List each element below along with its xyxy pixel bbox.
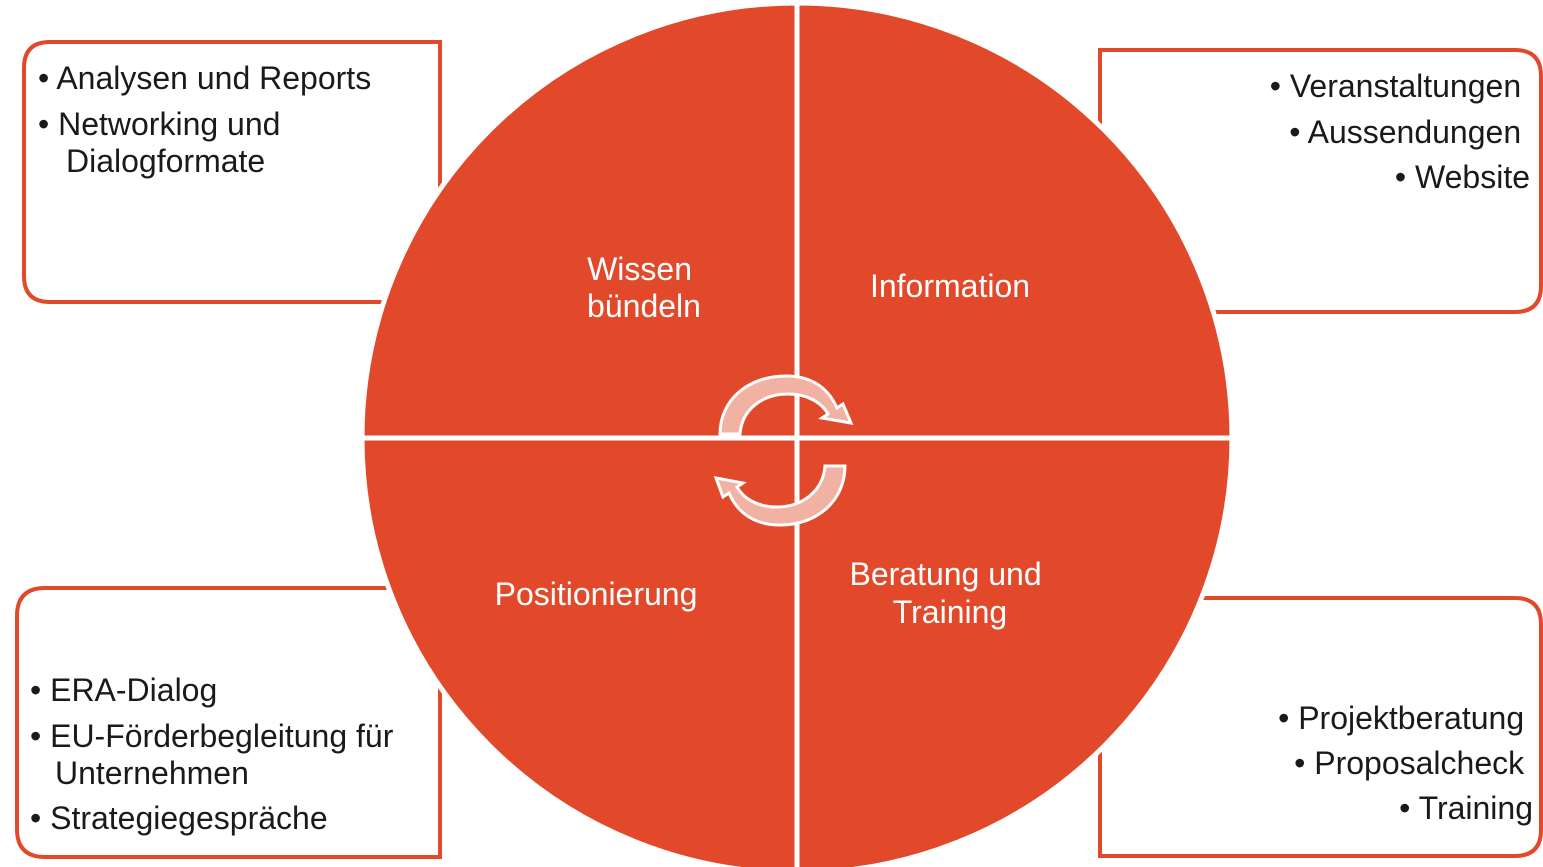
box-top-right xyxy=(1098,48,1543,314)
label-positionierung: Positionierung xyxy=(495,576,698,612)
list-item: • Aussendungen xyxy=(1289,114,1521,150)
list-item: • Analysen und Reports xyxy=(38,60,371,96)
list-item: • Website xyxy=(1395,159,1530,195)
box-bottom-right-list: • Projektberatung • Proposalcheck • Trai… xyxy=(1278,700,1533,826)
list-item: • Projektberatung xyxy=(1278,700,1524,736)
label-positionierung-line-1: Positionierung xyxy=(495,576,698,612)
label-beratung-training-line-1: Beratung und xyxy=(849,556,1041,592)
list-item: • EU-Förderbegleitung für xyxy=(30,718,394,754)
label-beratung-training: Beratung und Training xyxy=(849,556,1050,630)
label-wissen-buendeln: Wissen bündeln xyxy=(587,251,701,324)
list-item: • Proposalcheck xyxy=(1294,745,1525,781)
list-item-continuation: Dialogformate xyxy=(66,143,265,179)
box-top-left xyxy=(22,40,442,304)
list-item: • Strategiegespräche xyxy=(30,800,328,836)
label-wissen-buendeln-line-2: bündeln xyxy=(587,288,701,324)
box-bottom-left-list: • ERA-Dialog • EU-Förderbegleitung für U… xyxy=(30,672,402,836)
cycle-arrow-counterclockwise-icon xyxy=(713,464,847,527)
list-item: • Training xyxy=(1399,790,1533,826)
cycle-arrow-clockwise-icon xyxy=(718,374,854,436)
label-beratung-training-line-2: Training xyxy=(893,594,1007,630)
label-information: Information xyxy=(870,268,1030,304)
list-item: • Networking und xyxy=(38,106,280,142)
box-top-right-list: • Veranstaltungen • Aussendungen • Websi… xyxy=(1270,68,1530,195)
box-top-left-list: • Analysen und Reports • Networking und … xyxy=(38,60,380,179)
list-item: • Veranstaltungen xyxy=(1270,68,1521,104)
quadrant-top-left xyxy=(359,0,800,441)
quadrant-bottom-left xyxy=(359,435,800,867)
box-bottom-left xyxy=(15,586,442,859)
box-bottom-right xyxy=(1098,596,1543,858)
quadrant-top-right xyxy=(794,0,1235,441)
list-item: • ERA-Dialog xyxy=(30,672,217,708)
label-wissen-buendeln-line-1: Wissen xyxy=(587,251,692,287)
list-item-continuation: Unternehmen xyxy=(55,755,249,791)
label-information-line-1: Information xyxy=(870,268,1030,304)
quadrant-bottom-right xyxy=(794,435,1235,867)
